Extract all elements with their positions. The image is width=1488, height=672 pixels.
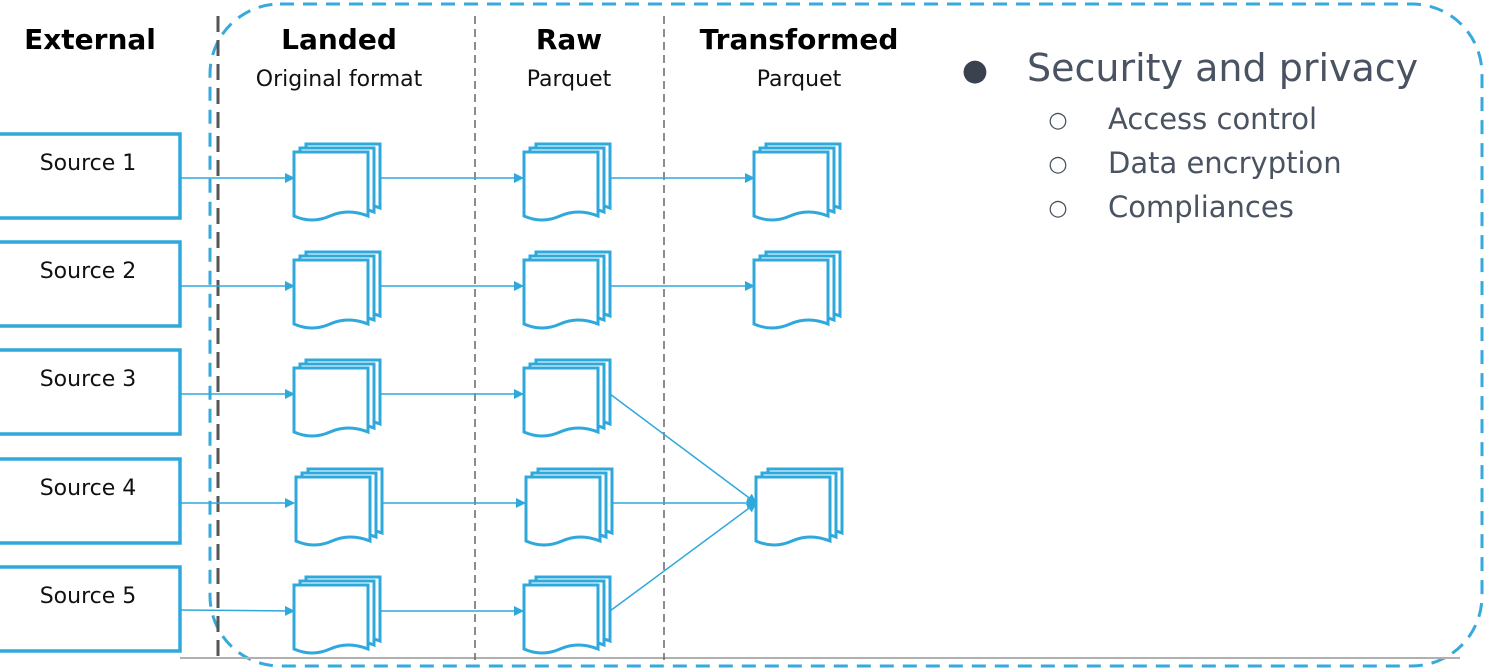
source-box-1: Source 1 [0,132,182,220]
file-stack-icon [754,467,844,547]
source-label: Source 4 [40,476,137,501]
file-stack-icon [522,575,612,655]
notes-panel: ● Security and privacy ○ Access control … [962,46,1418,224]
source-box-2: Source 2 [0,240,182,328]
notes-item-compliances: Compliances [1108,190,1294,224]
column-subtitle-raw: Parquet [527,67,612,92]
file-stack-icon [522,358,612,438]
source-label: Source 5 [40,584,137,609]
notes-item-access-control: Access control [1108,102,1317,136]
arrow-source5-landed [179,605,295,616]
sub-bullet-icon: ○ [1048,196,1067,221]
file-stack-icon [292,250,382,330]
file-stack-icon [752,142,842,222]
column-subtitle-transformed: Parquet [757,67,842,92]
sub-bullet-icon: ○ [1048,152,1067,177]
file-stack-icon [522,142,612,222]
column-title-raw: Raw [536,23,602,56]
source-label: Source 3 [40,367,137,392]
arrow-raw3-transformed [609,393,757,504]
source-label: Source 2 [40,259,137,284]
notes-heading: Security and privacy [1027,46,1418,90]
source-box-4: Source 4 [0,457,182,545]
file-stack-icon [752,250,842,330]
bullet-dot-icon: ● [962,53,988,88]
column-subtitle-landed: Original format [256,67,423,92]
file-stack-icon [522,250,612,330]
arrow-raw5-transformed [609,502,757,612]
source-box-5: Source 5 [0,565,182,653]
notes-item-data-encryption: Data encryption [1108,146,1342,180]
file-stack-icon [294,467,384,547]
source-box-3: Source 3 [0,348,182,436]
source-label: Source 1 [40,151,137,176]
file-stack-icon [292,358,382,438]
column-title-external: External [24,23,156,56]
sub-bullet-icon: ○ [1048,108,1067,133]
lake-zone-border [208,2,1484,668]
file-stack-icon [524,467,614,547]
column-title-landed: Landed [281,23,397,56]
file-stack-icon [292,142,382,222]
column-title-transformed: Transformed [700,23,899,56]
file-stack-icon [292,575,382,655]
